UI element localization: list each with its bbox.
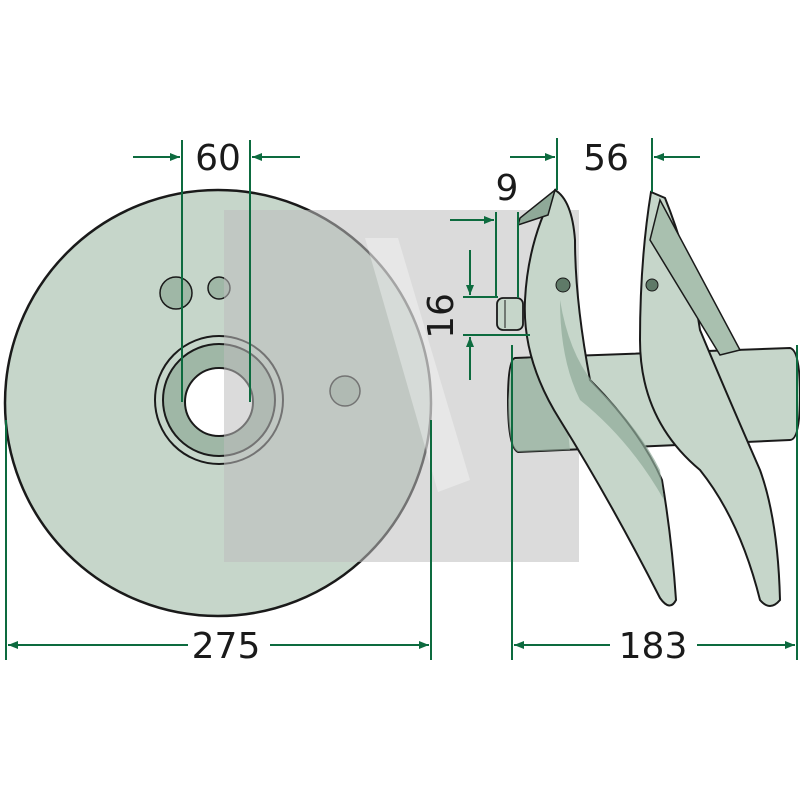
front-blade-face <box>560 300 664 500</box>
side-view <box>496 187 800 607</box>
dimension-offset <box>510 138 700 192</box>
dimension-diameter <box>5 420 432 660</box>
dimension-width-label: 183 <box>619 626 688 667</box>
dimension-hole-spacing-label: 60 <box>195 138 241 179</box>
dimension-hole-spacing <box>133 140 300 402</box>
rear-blade <box>638 190 782 607</box>
dimension-diameter-label: 275 <box>192 626 261 667</box>
dimension-stud-width-label: 9 <box>496 168 519 209</box>
dimension-width <box>511 345 798 660</box>
mounting-hole-large <box>159 276 193 310</box>
watermark-logo-cutout <box>365 238 470 492</box>
stud <box>496 297 524 331</box>
dimension-stud-height-label: 16 <box>421 293 462 339</box>
dimension-stud-height <box>463 250 530 380</box>
front-blade-hole <box>555 277 571 293</box>
dimension-stud-width <box>450 212 519 298</box>
rear-blade-arm <box>649 197 742 356</box>
rear-blade-hole <box>645 278 659 292</box>
dimension-offset-label: 56 <box>583 138 629 179</box>
